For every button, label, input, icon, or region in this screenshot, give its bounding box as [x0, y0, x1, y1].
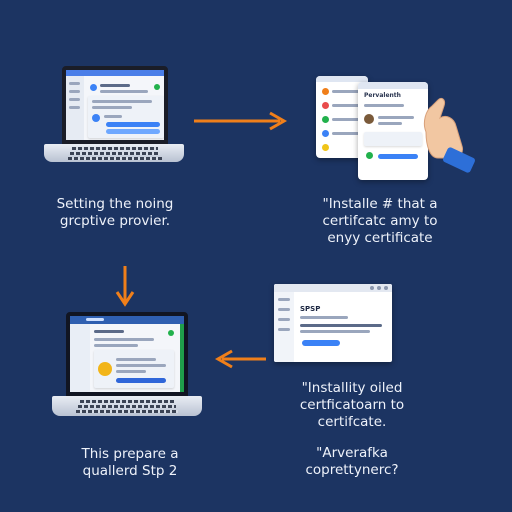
- laptop-screen: [66, 312, 188, 396]
- step-2-illustration: Pervalenth: [312, 72, 482, 180]
- step-2-caption: "Installe # that a certifcatc amy to eny…: [322, 196, 438, 246]
- laptop-screen: [62, 66, 168, 144]
- step-1-laptop: [44, 66, 184, 166]
- window-titlebar: [274, 284, 392, 292]
- confirm-bar[interactable]: [378, 154, 418, 159]
- badge-icon: [98, 362, 112, 376]
- front-card: Pervalenth: [358, 82, 428, 180]
- step-3-laptop: [52, 312, 202, 420]
- step-4-window: SPSP: [274, 284, 392, 362]
- sidebar: [66, 76, 84, 140]
- status-icon: [154, 84, 160, 90]
- keyboard: [72, 147, 158, 150]
- accent-stripe: [180, 324, 184, 392]
- step-4-caption: "Installity oiled certficatoarn to certi…: [299, 380, 405, 478]
- step-1-caption: Setting the noing grcptive provier.: [56, 196, 174, 229]
- card-heading: Pervalenth: [364, 92, 401, 99]
- sidebar: [274, 292, 294, 362]
- progress-bar: [116, 378, 166, 383]
- sidebar: [70, 324, 90, 392]
- step-3-caption: This prepare a quallerd Stp 2: [81, 446, 179, 479]
- arrow-down: [115, 266, 135, 307]
- primary-action-bar[interactable]: [106, 122, 160, 127]
- arrow-right: [194, 111, 288, 131]
- app-icon: [90, 84, 97, 91]
- hand-icon: [423, 97, 475, 173]
- keyboard: [80, 400, 174, 403]
- window-heading: SPSP: [300, 305, 321, 313]
- window-titlebar: [66, 70, 164, 76]
- arrow-left: [214, 349, 266, 369]
- install-button[interactable]: [302, 340, 340, 346]
- avatar: [364, 114, 374, 124]
